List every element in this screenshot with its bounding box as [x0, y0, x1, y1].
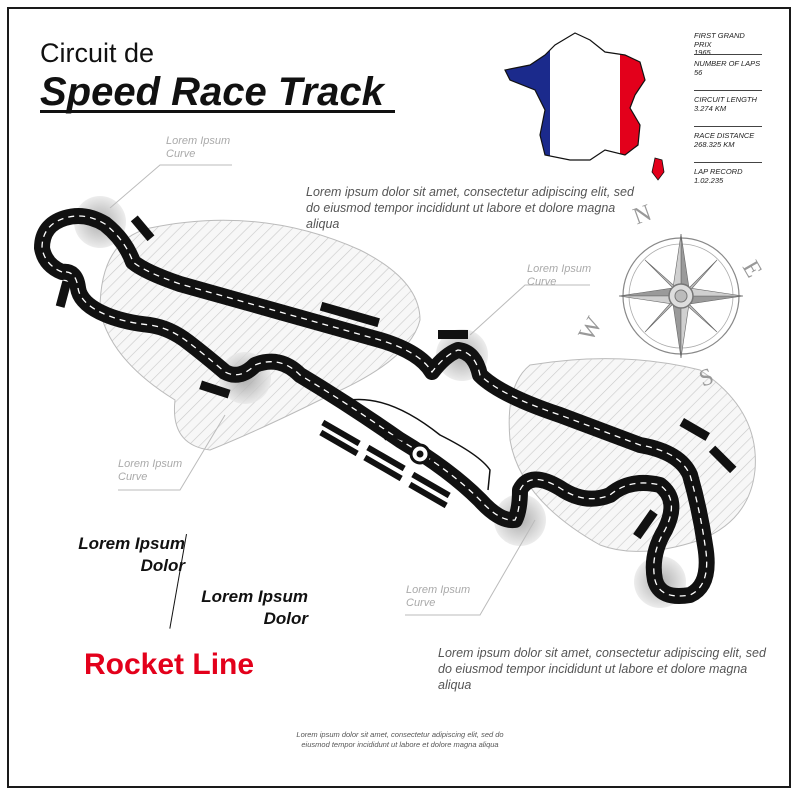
- info-value: 268.325 KM: [694, 139, 735, 149]
- info-value: 56: [694, 67, 703, 77]
- footer-text: Lorem ipsum dolor sit amet, consectetur …: [296, 730, 504, 749]
- legend-block-a: Lorem Ipsum Dolor: [55, 533, 185, 577]
- curve-label-title: Lorem Ipsum: [118, 458, 183, 470]
- info-first-grand-prix: FIRST GRAND PRIX 1965: [694, 31, 764, 58]
- curve-label-sub: Curve: [406, 597, 436, 609]
- corsica-map: [651, 157, 665, 181]
- info-circuit-length: CIRCUIT LENGTH 3.274 KM: [694, 95, 764, 113]
- info-divider: [694, 126, 762, 127]
- start-arrow: [376, 429, 403, 441]
- info-value: 1965: [694, 48, 711, 57]
- track-centerline: [41, 215, 708, 597]
- compass-rose: [618, 233, 744, 359]
- poster-frame: [7, 7, 791, 788]
- curve-label: Lorem Ipsum Curve: [527, 263, 591, 289]
- grandstands: [319, 419, 451, 509]
- legend-block-b: Lorem Ipsum Dolor: [178, 586, 308, 630]
- curve-label: Lorem Ipsum Curve: [166, 135, 230, 161]
- info-label: LAP RECORD: [694, 167, 743, 176]
- info-race-distance: RACE DISTANCE 268.325 KM: [694, 131, 764, 149]
- france-flag-map: [505, 33, 645, 160]
- curbs: [55, 215, 737, 540]
- curve-label-sub: Curve: [166, 148, 196, 160]
- info-label: NUMBER OF LAPS: [694, 59, 761, 68]
- info-number-of-laps: NUMBER OF LAPS 56: [694, 59, 764, 77]
- info-divider: [694, 162, 762, 163]
- info-label: CIRCUIT LENGTH: [694, 95, 757, 104]
- title-line-2: Speed Race Track: [40, 70, 384, 114]
- curve-label-title: Lorem Ipsum: [166, 135, 231, 147]
- curve-label-sub: Curve: [527, 276, 557, 288]
- info-value: 1.02.235: [694, 175, 724, 185]
- info-divider: [694, 54, 762, 55]
- curve-label: Lorem Ipsum Curve: [118, 458, 182, 484]
- info-value: 3.274 KM: [694, 103, 727, 113]
- title-line-1: Circuit de: [40, 38, 155, 68]
- legend-b-line1: Lorem Ipsum: [201, 587, 308, 606]
- curve-label-sub: Curve: [118, 471, 148, 483]
- legend-a-line1: Lorem Ipsum: [78, 534, 185, 553]
- curve-label: Lorem Ipsum Curve: [406, 584, 470, 610]
- info-label: FIRST GRAND PRIX: [694, 31, 745, 49]
- pit-lane: [349, 398, 491, 491]
- info-label: RACE DISTANCE: [694, 131, 755, 140]
- legend-a-line2: Dolor: [140, 556, 185, 575]
- legend-b-line2: Dolor: [263, 609, 308, 628]
- rocket-line-label: Rocket Line: [84, 648, 255, 681]
- curve-label-title: Lorem Ipsum: [406, 584, 471, 596]
- description-top: Lorem ipsum dolor sit amet, consectetur …: [306, 185, 634, 231]
- callout-lines: [109, 164, 590, 616]
- title-underline: [40, 110, 395, 113]
- info-divider: [694, 90, 762, 91]
- info-lap-record: LAP RECORD 1.02.235: [694, 167, 764, 185]
- curve-label-title: Lorem Ipsum: [527, 263, 592, 275]
- description-bottom: Lorem ipsum dolor sit amet, consectetur …: [438, 646, 766, 692]
